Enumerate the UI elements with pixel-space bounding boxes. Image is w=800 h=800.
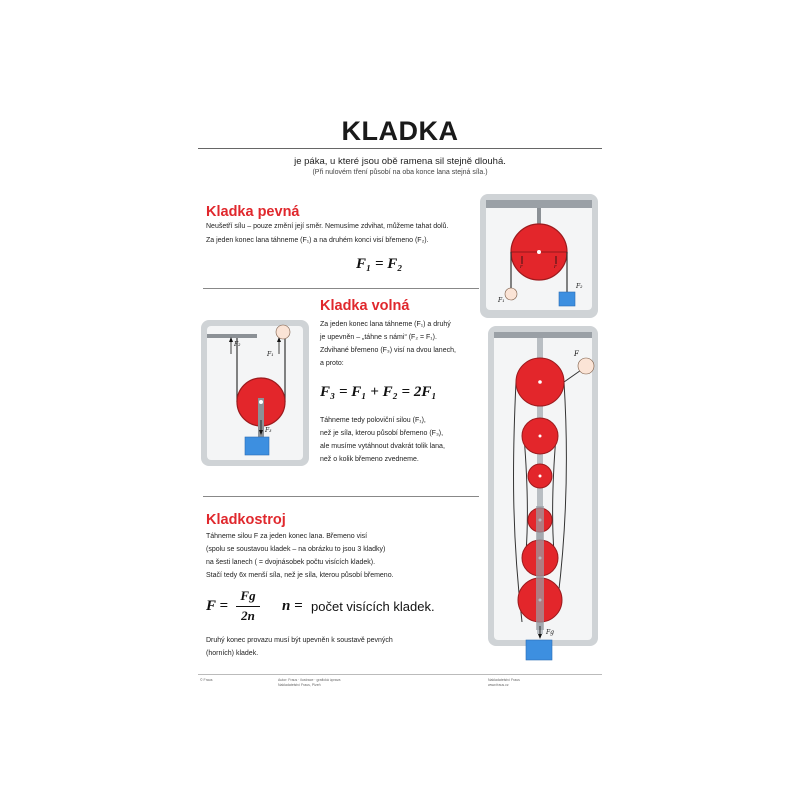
fixed-diagram-label-r1: r: [520, 264, 523, 270]
movable-pulley-text-2: Táhneme tedy poloviční silou (F₁), než j…: [320, 414, 480, 466]
compound-formula-n: n =: [282, 598, 303, 614]
section-divider-2: [203, 496, 479, 497]
movable-line-3: Zdvihané břemeno (F₃) visí na dvou lanec…: [320, 347, 456, 354]
compound-diagram-label-fg: Fg: [545, 629, 554, 636]
footer-center: Autor: Fraus · ilustrace · grafická úpra…: [278, 678, 448, 688]
movable-diagram-label-f1: F₁: [266, 351, 274, 358]
movable-diagram-label-f3: F₃: [264, 427, 272, 434]
footer-center-line-2: Nakladatelství Fraus, Plzeň: [278, 683, 321, 687]
compound-formula-numerator: Fg: [240, 588, 256, 603]
compound-line-4: Stačí tedy 6x menší síla, než je síla, k…: [206, 572, 394, 579]
title-divider: [198, 148, 602, 149]
compound-formula-denominator: 2n: [241, 608, 255, 623]
movable-pulley-formula: F₃ = F₁ + F₂ = 2F₁: [320, 384, 437, 400]
footer-right: Nakladatelství Fraus www.fraus.cz: [488, 678, 600, 688]
compound-pulley-text-1: Táhneme silou F za jeden konec lana. Bře…: [206, 530, 481, 582]
fixed-pulley-heading: Kladka pevná: [206, 204, 300, 220]
fixed-diagram-label-f1: F₁: [497, 297, 505, 304]
fixed-pulley-diagram: r r F₁ F₂: [480, 194, 598, 318]
movable-line-5: Táhneme tedy poloviční silou (F₁),: [320, 417, 426, 424]
compound-diagram-label-f: F: [573, 350, 580, 358]
fixed-pulley-text-1: Neušetří sílu – pouze změní její směr. N…: [206, 223, 449, 230]
movable-diagram-label-f2: F₂: [233, 341, 241, 348]
movable-line-2: je upevněn – „táhne s námi“ (F₂ = F₁).: [320, 334, 437, 341]
compound-line-2: (spolu se soustavou kladek – na obrázku …: [206, 546, 386, 553]
movable-line-7: ale musíme vytáhnout dvakrát tolik lana,: [320, 443, 445, 450]
compound-line-1: Táhneme silou F za jeden konec lana. Bře…: [206, 533, 368, 540]
footer-divider: [198, 674, 602, 675]
movable-pulley-heading: Kladka volná: [320, 298, 410, 314]
movable-line-1: Za jeden konec lana táhneme (F₁) a druhý: [320, 321, 451, 328]
movable-line-6: než je síla, kterou působí břemeno (F₃),: [320, 430, 444, 437]
movable-pulley-text-1: Za jeden konec lana táhneme (F₁) a druhý…: [320, 318, 480, 370]
movable-line-8: než o kolik břemeno zvedneme.: [320, 456, 419, 463]
movable-pulley-diagram: F₂ F₁ F₃: [201, 320, 309, 466]
compound-line-6: (horních) kladek.: [206, 650, 259, 657]
compound-formula-fraction-bar: [236, 606, 260, 607]
poster: KLADKA je páka, u které jsou obě ramena …: [198, 108, 602, 694]
compound-line-5: Druhý konec provazu musí být upevněn k s…: [206, 637, 393, 644]
compound-formula-lhs: F =: [206, 598, 229, 614]
subtitle-note: (Při nulovém tření působí na oba konce l…: [312, 169, 488, 176]
movable-line-4: a proto:: [320, 360, 344, 367]
compound-pulley-text-2: Druhý konec provazu musí být upevněn k s…: [206, 634, 481, 660]
footer-left: © Fraus: [200, 678, 213, 682]
fixed-diagram-label-r2: r: [554, 264, 557, 270]
fixed-pulley-text-2: Za jeden konec lana táhneme (F₁) a na dr…: [206, 237, 429, 244]
compound-line-3: na šesti lanech ( = dvojnásobek počtu vi…: [206, 559, 376, 566]
compound-pulley-diagram: F Fg: [488, 326, 598, 661]
compound-formula-n-text: počet visících kladek.: [311, 599, 435, 614]
subtitle: je páka, u které jsou obě ramena sil ste…: [294, 156, 506, 167]
fixed-diagram-label-f2: F₂: [575, 283, 583, 290]
footer-right-line-1: Nakladatelství Fraus: [488, 678, 520, 682]
footer-right-line-2: www.fraus.cz: [488, 683, 509, 687]
footer-center-line-1: Autor: Fraus · ilustrace · grafická úpra…: [278, 678, 341, 682]
page-title: KLADKA: [341, 116, 459, 146]
compound-pulley-heading: Kladkostroj: [206, 512, 286, 528]
section-divider-1: [203, 288, 479, 289]
fixed-pulley-formula: F₁ = F₂: [356, 256, 403, 272]
